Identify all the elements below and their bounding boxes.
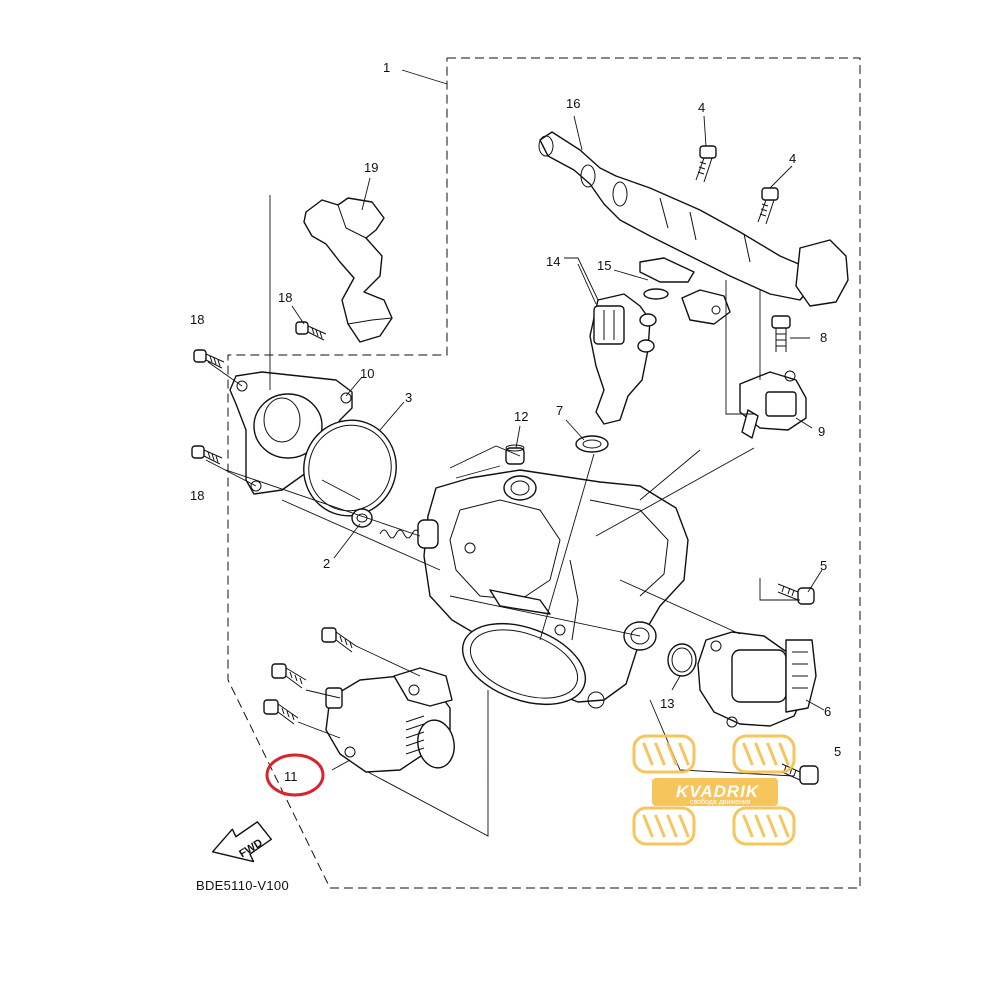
watermark-tagline: свобода движения bbox=[690, 798, 751, 806]
callout-10: 10 bbox=[360, 366, 374, 381]
screw-5-top bbox=[777, 583, 815, 605]
callout-18-left-lower: 18 bbox=[190, 488, 204, 503]
watermark-logo: KVADRIK свобода движения bbox=[632, 734, 796, 846]
watermark-banner bbox=[652, 778, 778, 806]
callout-4-left: 4 bbox=[698, 100, 705, 115]
part-oring-15 bbox=[639, 257, 695, 300]
callout-14: 14 bbox=[546, 254, 560, 269]
part-injector-14 bbox=[589, 293, 657, 425]
part-cover-10 bbox=[229, 371, 353, 495]
part-spring-2 bbox=[351, 508, 421, 539]
part-oring-13 bbox=[667, 643, 697, 677]
screw-18-top bbox=[295, 321, 327, 341]
screw-4-right bbox=[757, 187, 779, 225]
fwd-arrow: FWD bbox=[211, 821, 273, 863]
callout-15: 15 bbox=[597, 258, 611, 273]
callout-5-top: 5 bbox=[820, 558, 827, 573]
part-oring-3 bbox=[303, 419, 397, 517]
part-iac-valve-11 bbox=[325, 667, 455, 773]
part-fuel-rail-16 bbox=[538, 131, 849, 325]
screw-18-left-upper bbox=[193, 349, 225, 369]
part-sensor-9 bbox=[739, 370, 807, 439]
screw-18-left-lower bbox=[191, 445, 223, 465]
screw-5-bottom bbox=[781, 763, 819, 785]
callout-16: 16 bbox=[566, 96, 580, 111]
callout-11: 11 bbox=[284, 769, 298, 784]
callout-3: 3 bbox=[405, 390, 412, 405]
part-cap-12 bbox=[505, 444, 525, 465]
screw-11-middle bbox=[271, 663, 307, 689]
watermark-brand: KVADRIK bbox=[676, 782, 760, 801]
screw-4-left bbox=[695, 145, 717, 183]
callout-12: 12 bbox=[514, 409, 528, 424]
highlight-circle bbox=[265, 753, 325, 797]
callout-4-right: 4 bbox=[789, 151, 796, 166]
callout-9: 9 bbox=[818, 424, 825, 439]
callout-2: 2 bbox=[323, 556, 330, 571]
screw-11-upper bbox=[321, 627, 357, 653]
screw-8 bbox=[771, 315, 791, 352]
callout-1: 1 bbox=[383, 60, 390, 75]
drawing-code: BDE5110-V100 bbox=[196, 878, 289, 893]
part-seal-7 bbox=[575, 435, 609, 453]
callout-18-top: 18 bbox=[278, 290, 292, 305]
screw-11-lower bbox=[263, 699, 299, 725]
callout-19: 19 bbox=[364, 160, 378, 175]
part-bracket-19 bbox=[303, 177, 393, 343]
leader-lines bbox=[205, 69, 825, 837]
callout-8: 8 bbox=[820, 330, 827, 345]
part-tps-6 bbox=[697, 631, 817, 728]
callout-18-left-upper: 18 bbox=[190, 312, 204, 327]
callout-5-bottom: 5 bbox=[834, 744, 841, 759]
assembly-outline bbox=[227, 57, 861, 889]
callout-13: 13 bbox=[660, 696, 674, 711]
callout-7: 7 bbox=[556, 403, 563, 418]
callout-6: 6 bbox=[824, 704, 831, 719]
callouts: 1 16 4 4 19 14 15 18 18 8 10 3 7 12 9 18… bbox=[190, 60, 841, 784]
